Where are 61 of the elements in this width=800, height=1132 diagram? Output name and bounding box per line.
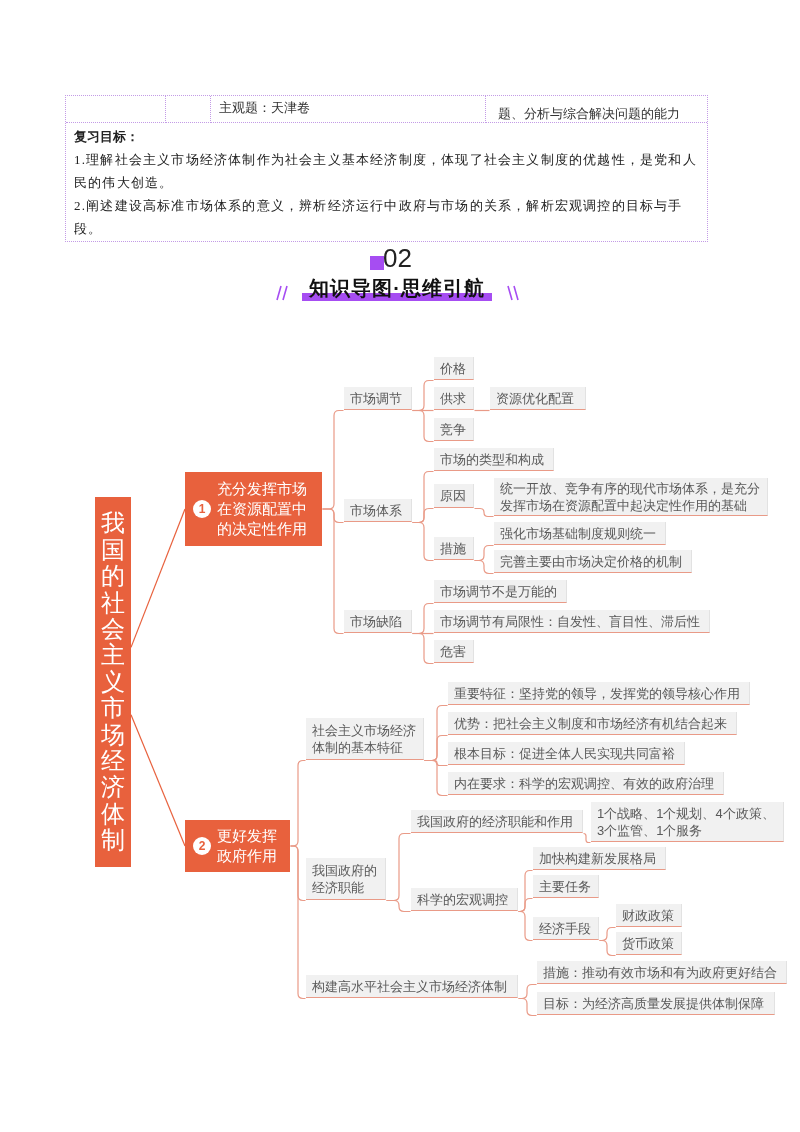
ability-cell: 题、分析与综合解决问题的能力 [486,96,707,123]
topic-node: 市场调节有局限性：自发性、盲目性、滞后性 [434,610,710,633]
exam-type-cell: 主观题：天津卷 [211,96,486,123]
topic-node: 措施 [434,537,474,560]
connector-line [411,632,435,665]
connector-line [385,899,412,913]
connector-line [517,997,538,1017]
goal-paragraph: 2.阐述建设高标准市场体系的意义，辨析经济运行中政府与市场的关系，解析宏观调控的目标与手段。 [74,197,684,238]
topic-node: 强化市场基础制度规则统一 [494,522,666,545]
topic-node: 我国政府的经济职能 [306,858,386,900]
topic-node: 危害 [434,640,474,663]
review-goal-heading: 复习目标： [74,128,140,146]
branch-node [185,820,290,872]
topic-node: 1个战略、1个规划、4个政策、3个监管、1个服务 [591,802,784,842]
connector-line [423,759,449,797]
topic-node: 市场体系 [344,499,412,522]
connector-line [289,845,307,1000]
connector-line [473,409,491,412]
topic-node: 完善主要由市场决定价格的机制 [494,550,692,573]
step-number: 2 [193,837,211,855]
topic-node: 经济手段 [533,917,599,940]
connector-line [582,832,592,844]
topic-node: 市场的类型和构成 [434,448,554,471]
topic-node: 资源优化配置 [490,387,586,410]
connector-line [598,939,617,957]
topic-node: 货币政策 [616,932,682,955]
topic-node: 目标：为经济高质量发展提供体制保障 [537,992,775,1015]
topic-node: 市场缺陷 [344,610,412,633]
goal-paragraph: 1.理解社会主义市场经济体制作为社会主义基本经济制度，体现了社会主义制度的优越性，是党和人民的伟大创造。 [74,151,698,192]
connector-line [411,521,435,562]
topic-node: 原因 [434,484,474,508]
step-number: 1 [193,500,211,518]
topic-node: 价格 [434,357,474,380]
topic-node: 竞争 [434,418,474,441]
branch-label: 更好发挥政府作用 [217,826,278,866]
topic-node: 根本目标：促进全体人民实现共同富裕 [448,742,685,765]
topic-node: 社会主义市场经济体制的基本特征 [306,718,424,760]
topic-node: 重要特征：坚持党的领导，发挥党的领导核心作用 [448,682,750,705]
topic-node: 构建高水平社会主义市场经济体制 [306,975,518,998]
section-number: 02 [383,243,412,273]
topic-node: 统一开放、竞争有序的现代市场体系，是充分发挥市场在资源配置中起决定性作用的基础 [494,478,768,516]
connector-line [473,507,495,518]
topic-node: 财政政策 [616,904,682,927]
topic-node: 优势：把社会主义制度和市场经济有机结合起来 [448,712,737,735]
connector-line [411,409,435,443]
topic-node: 市场调节不是万能的 [434,580,567,603]
topic-node: 市场调节 [344,387,412,410]
topic-node: 措施：推动有效市场和有为政府更好结合 [537,961,787,984]
topic-node: 供求 [434,387,474,410]
topic-node: 科学的宏观调控 [411,888,518,911]
topic-node: 内在要求：科学的宏观调控、有效的政府治理 [448,772,724,795]
root-title: 我国的社会主义市场经济体制 [101,510,125,854]
root-node [95,497,131,867]
topic-node: 加快构建新发展格局 [533,847,666,870]
connector-line [473,559,495,575]
connector-line [517,910,534,942]
branch-label: 充分发挥市场在资源配置中的决定性作用 [217,479,308,539]
topic-node: 我国政府的经济职能和作用 [411,810,583,833]
topic-node: 主要任务 [533,875,599,898]
branch-node [185,472,322,546]
connector-line [321,508,345,635]
